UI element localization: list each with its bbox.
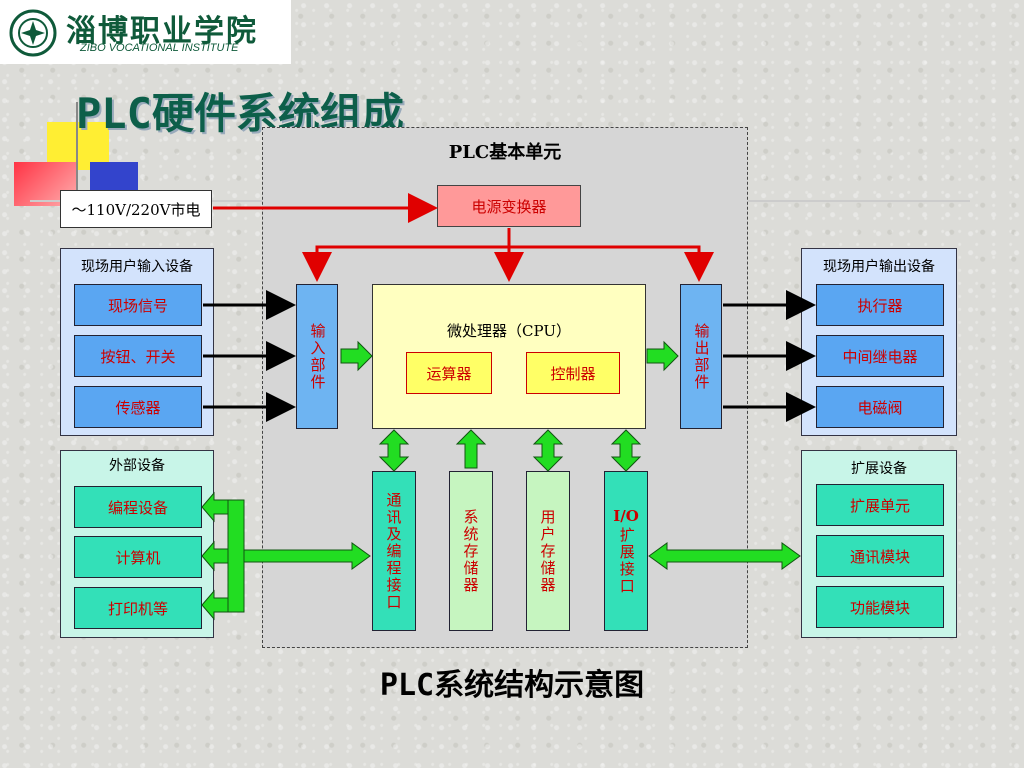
logo-chinese-name: 淄博职业学院: [66, 14, 258, 49]
expansion-unit: 扩展单元: [816, 484, 944, 526]
power-lines: [213, 193, 714, 282]
expansion-devices-title: 扩展设备: [851, 461, 907, 477]
mains-power-box: ～110V/220V市电: [60, 190, 212, 228]
external-devices-title: 外部设备: [109, 458, 165, 474]
output-unit: 输出部件: [680, 284, 722, 429]
communication-module: 通讯模块: [816, 535, 944, 577]
external-device-printer: 打印机等: [74, 587, 202, 629]
external-device-programmer: 编程设备: [74, 486, 202, 528]
comm-programming-interface: 通讯及编程接口: [372, 471, 416, 631]
function-module: 功能模块: [816, 586, 944, 628]
data-flow-arrows: [201, 340, 801, 621]
output-device-valve: 电磁阀: [816, 386, 944, 428]
io-expansion-line1: I/O: [613, 507, 639, 526]
output-devices-title: 现场用户输出设备: [823, 259, 935, 275]
alu-box: 运算器: [406, 352, 492, 394]
io-expansion-line2: 扩展接口: [617, 526, 636, 595]
cpu-label: 微处理器（CPU）: [447, 322, 571, 340]
system-memory: 系统存储器: [449, 471, 493, 631]
logo-banner: 淄博职业学院 ZIBO VOCATIONAL INSTITUTE: [0, 0, 291, 64]
plc-base-unit-label: PLC基本单元: [448, 142, 562, 163]
controller-box: 控制器: [526, 352, 620, 394]
input-device-field-signal: 现场信号: [74, 284, 202, 326]
logo-english-name: ZIBO VOCATIONAL INSTITUTE: [80, 42, 239, 54]
external-device-computer: 计算机: [74, 536, 202, 578]
output-device-actuator: 执行器: [816, 284, 944, 326]
deco-vertical-line: [76, 102, 78, 216]
power-converter-box: 电源变换器: [437, 185, 581, 227]
output-device-relay: 中间继电器: [816, 335, 944, 377]
input-device-buttons: 按钮、开关: [74, 335, 202, 377]
input-devices-title: 现场用户输入设备: [81, 259, 193, 275]
diagram-caption: PLC系统结构示意图: [379, 668, 645, 703]
school-emblem-icon: [9, 9, 57, 57]
input-unit: 输入部件: [296, 284, 338, 429]
input-device-sensor: 传感器: [74, 386, 202, 428]
io-expansion-interface: I/O 扩展接口: [604, 471, 648, 631]
user-memory: 用户存储器: [526, 471, 570, 631]
signal-arrows: [203, 290, 816, 422]
